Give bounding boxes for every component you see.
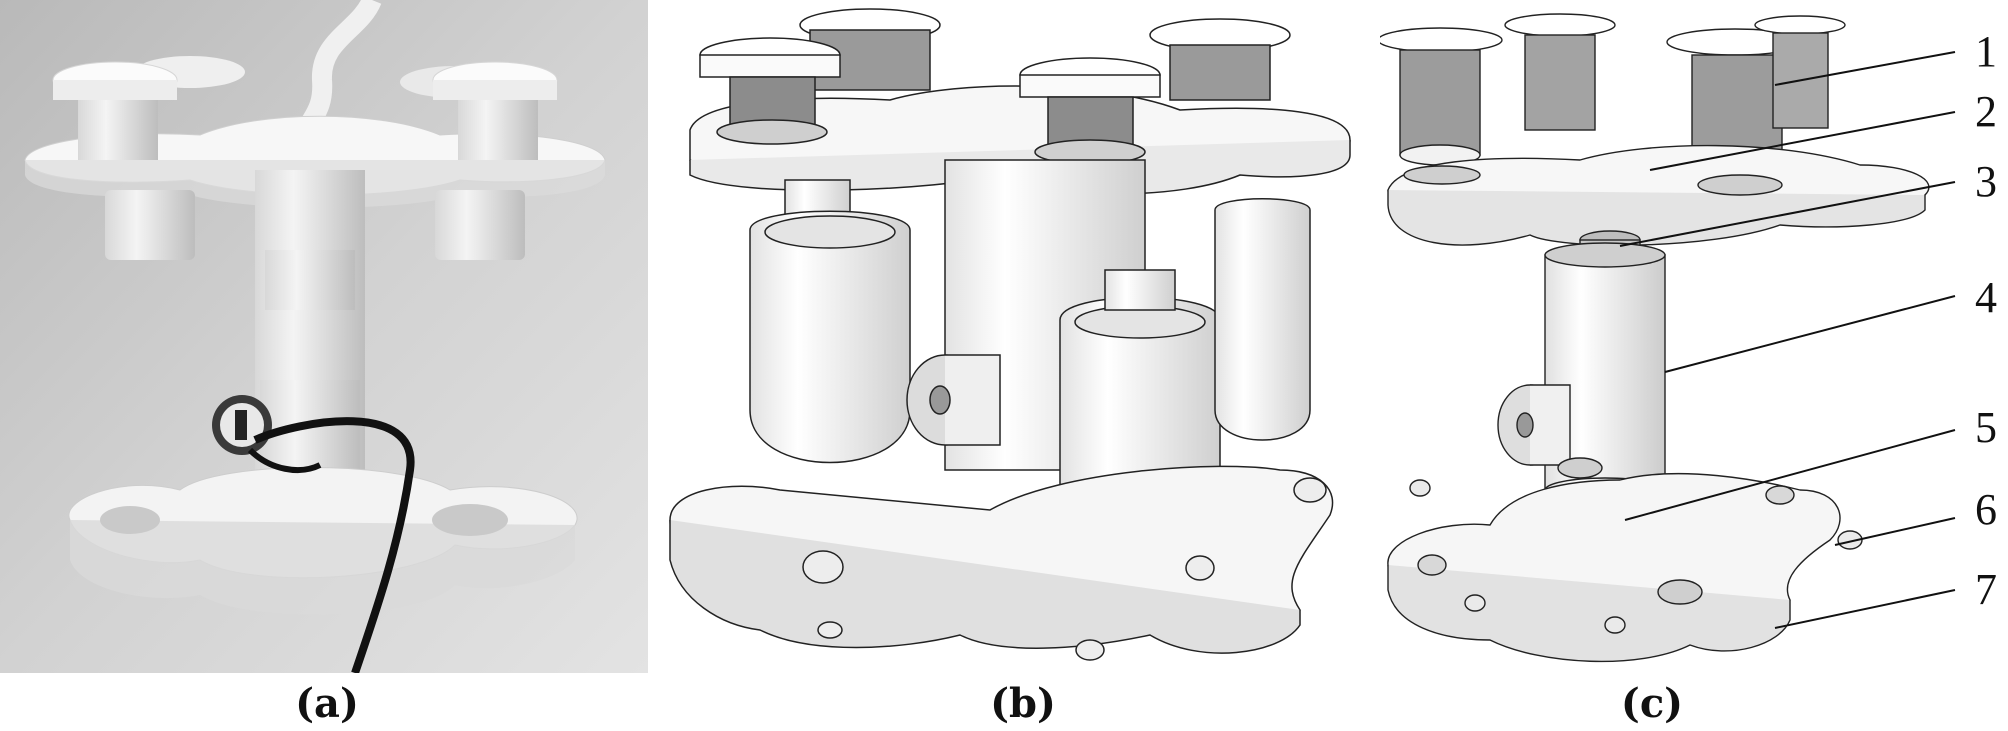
panel-a-photo — [0, 0, 648, 673]
panel-b-render — [660, 0, 1360, 673]
panel-label-a: (a) — [295, 680, 359, 727]
panel-label-b: (b) — [990, 680, 1056, 727]
prototype-photo — [0, 0, 648, 673]
callout-number-3: 3 — [1975, 157, 1997, 206]
exploded-view-render — [1380, 13, 1956, 663]
callout-number-5: 5 — [1975, 403, 1997, 452]
callout-number-2: 2 — [1975, 87, 1997, 136]
callout-leader-lines — [1619, 51, 1956, 629]
panel-c-exploded — [1380, 0, 2008, 673]
callout-number-6: 6 — [1975, 485, 1997, 534]
panel-label-c: (c) — [1620, 680, 1684, 727]
callout-number-4: 4 — [1975, 273, 1997, 322]
assembled-model-render — [669, 8, 1351, 661]
callout-number-7: 7 — [1975, 565, 1997, 614]
callout-number-1: 1 — [1975, 27, 1997, 76]
